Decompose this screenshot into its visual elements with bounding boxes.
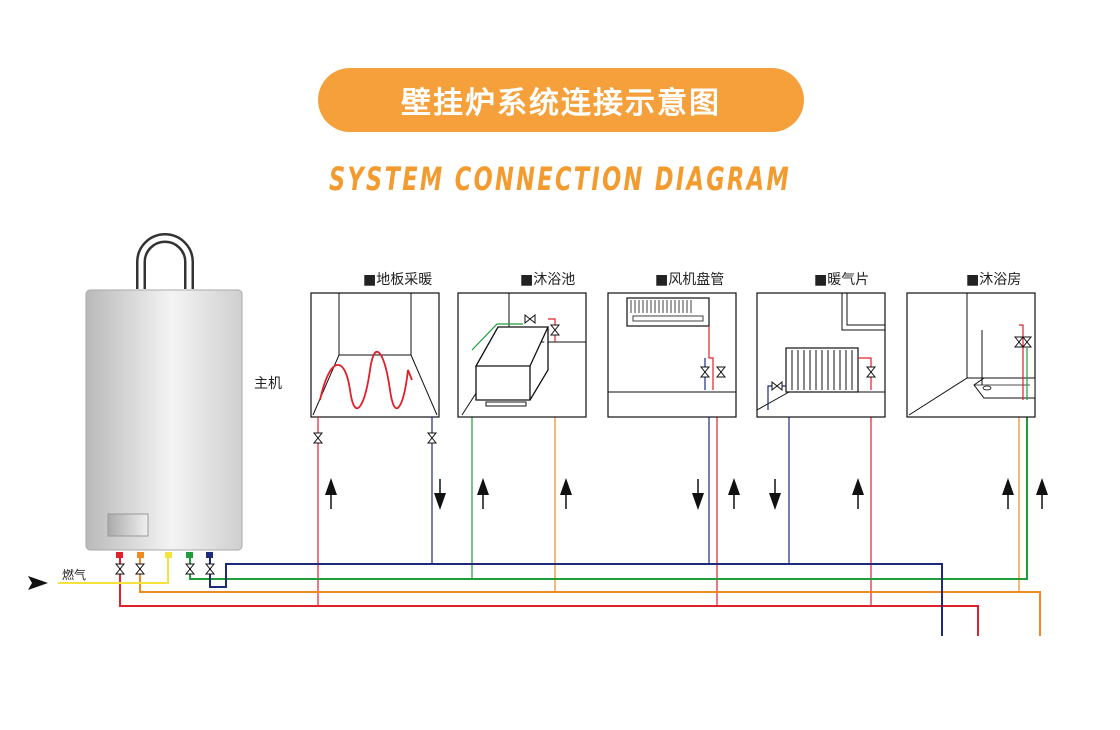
page-subtitle: SYSTEM CONNECTION DIAGRAM xyxy=(328,160,792,198)
pipe-red xyxy=(119,558,979,636)
panel-label: ■地板采暖 xyxy=(363,272,432,288)
valve-icon xyxy=(115,563,125,575)
pipe-orange xyxy=(139,558,1041,636)
panel-floor-heating xyxy=(310,292,440,446)
valve-icon xyxy=(135,563,145,575)
flow-up-arrow-icon xyxy=(324,477,338,510)
boiler-unit xyxy=(85,233,243,551)
panel-shower-room xyxy=(906,292,1036,418)
panel-label: ■沐浴房 xyxy=(966,272,1021,288)
page-title: 壁挂炉系统连接示意图 xyxy=(401,86,721,121)
port-navy xyxy=(206,552,213,558)
panel-label: ■沐浴池 xyxy=(520,272,575,288)
panel-fan-coil xyxy=(607,292,737,418)
valve-icon xyxy=(185,563,195,575)
pipe-gas xyxy=(58,558,169,584)
valve-icon xyxy=(205,563,215,575)
flow-down-arrow-icon xyxy=(691,478,705,511)
panel-label: ■风机盘管 xyxy=(655,271,724,288)
port-orange xyxy=(137,552,144,558)
gas-label: 燃气 xyxy=(62,567,86,582)
title-banner: 壁挂炉系统连接示意图 xyxy=(318,68,804,132)
flow-up-arrow-icon xyxy=(727,477,741,510)
port-gas xyxy=(165,552,172,558)
port-hot xyxy=(116,552,123,558)
panel-bathtub xyxy=(457,292,587,418)
port-green xyxy=(186,552,193,558)
boiler-label: 主机 xyxy=(254,376,282,392)
panel-radiator xyxy=(756,292,886,418)
flow-up-arrow-icon xyxy=(559,477,573,510)
flow-down-arrow-icon xyxy=(768,478,782,511)
flow-up-arrow-icon xyxy=(1001,477,1015,510)
flow-down-arrow-icon xyxy=(433,478,447,511)
pipe-navy xyxy=(209,558,943,636)
flow-up-arrow-icon xyxy=(476,477,490,510)
flow-up-arrow-icon xyxy=(851,477,865,510)
gas-inlet-arrow-icon xyxy=(28,576,48,590)
flow-up-arrow-icon xyxy=(1035,477,1049,510)
panel-label: ■暖气片 xyxy=(814,272,869,288)
pipe-green xyxy=(189,400,1028,580)
